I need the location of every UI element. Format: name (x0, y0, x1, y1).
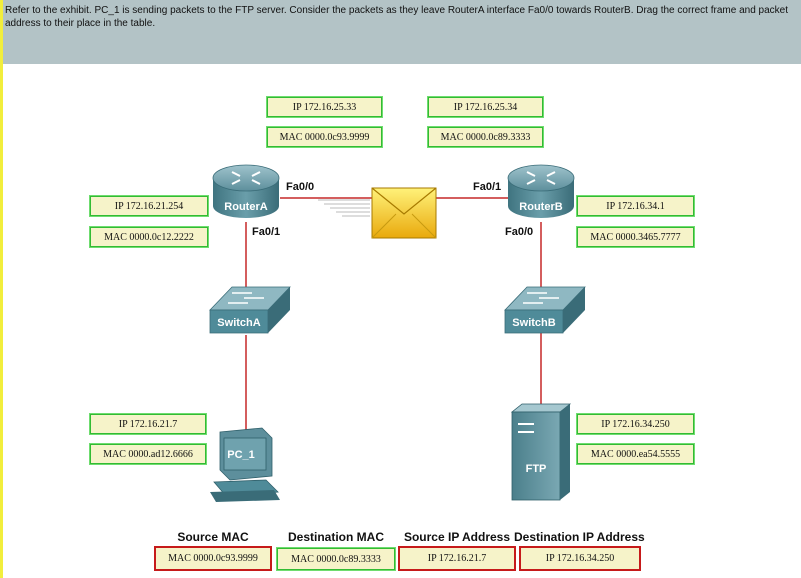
address-tag-ra-lan-mac[interactable]: MAC 0000.0c12.2222 (90, 227, 208, 247)
instruction-header: Refer to the exhibit. PC_1 is sending pa… (3, 0, 801, 64)
switch-icon: SwitchA (209, 286, 291, 334)
switch-icon: SwitchB (504, 286, 586, 334)
routerA-fa00-label: Fa0/0 (286, 181, 315, 193)
answer-header-source-mac: Source MAC (177, 530, 249, 544)
address-tag-wan-b-mac[interactable]: MAC 0000.0c89.3333 (428, 127, 543, 147)
answer-slot-source-ip[interactable]: IP 172.16.21.7 (398, 546, 516, 571)
switchB-label: SwitchB (512, 317, 555, 329)
answer-slot-destination-mac[interactable]: MAC 0000.0c89.3333 (277, 548, 395, 570)
left-accent-bar (0, 0, 3, 578)
address-tag-wan-a-ip[interactable]: IP 172.16.25.33 (267, 97, 382, 117)
answer-slot-destination-ip[interactable]: IP 172.16.34.250 (519, 546, 641, 571)
answer-header-source-ip: Source IP Address (403, 530, 511, 544)
address-tag-pc1-mac[interactable]: MAC 0000.ad12.6666 (90, 444, 206, 464)
router-icon: RouterA (212, 164, 280, 218)
network-links (245, 197, 542, 432)
address-tag-rb-lan-ip[interactable]: IP 172.16.34.1 (577, 196, 694, 216)
pc1-label: PC_1 (227, 449, 255, 461)
routerB-fa00-label: Fa0/0 (505, 226, 534, 238)
address-tag-ftp-mac[interactable]: MAC 0000.ea54.5555 (577, 444, 694, 464)
ftp-label: FTP (526, 463, 547, 475)
routerB-fa01-label: Fa0/1 (473, 181, 502, 193)
address-tag-ra-lan-ip[interactable]: IP 172.16.21.254 (90, 196, 208, 216)
switchA-label: SwitchA (217, 317, 260, 329)
answer-slot-source-mac[interactable]: MAC 0000.0c93.9999 (154, 546, 272, 571)
routerB-label: RouterB (519, 201, 562, 213)
address-tag-ftp-ip[interactable]: IP 172.16.34.250 (577, 414, 694, 434)
answer-header-destination-ip: Destination IP Address (514, 530, 645, 544)
server-icon: FTP (510, 403, 572, 501)
address-tag-rb-lan-mac[interactable]: MAC 0000.3465.7777 (577, 227, 694, 247)
packet-motion-lines (318, 199, 370, 217)
answer-header-destination-mac: Destination MAC (288, 530, 384, 544)
routerA-fa01-label: Fa0/1 (252, 226, 281, 238)
instruction-text: Refer to the exhibit. PC_1 is sending pa… (5, 5, 788, 29)
address-tag-wan-a-mac[interactable]: MAC 0000.0c93.9999 (267, 127, 382, 147)
router-icon: RouterB (507, 164, 575, 218)
routerA-label: RouterA (224, 201, 267, 213)
address-tag-wan-b-ip[interactable]: IP 172.16.25.34 (428, 97, 543, 117)
pc-icon: PC_1 (210, 427, 280, 502)
envelope-icon (371, 187, 437, 239)
address-tag-pc1-ip[interactable]: IP 172.16.21.7 (90, 414, 206, 434)
